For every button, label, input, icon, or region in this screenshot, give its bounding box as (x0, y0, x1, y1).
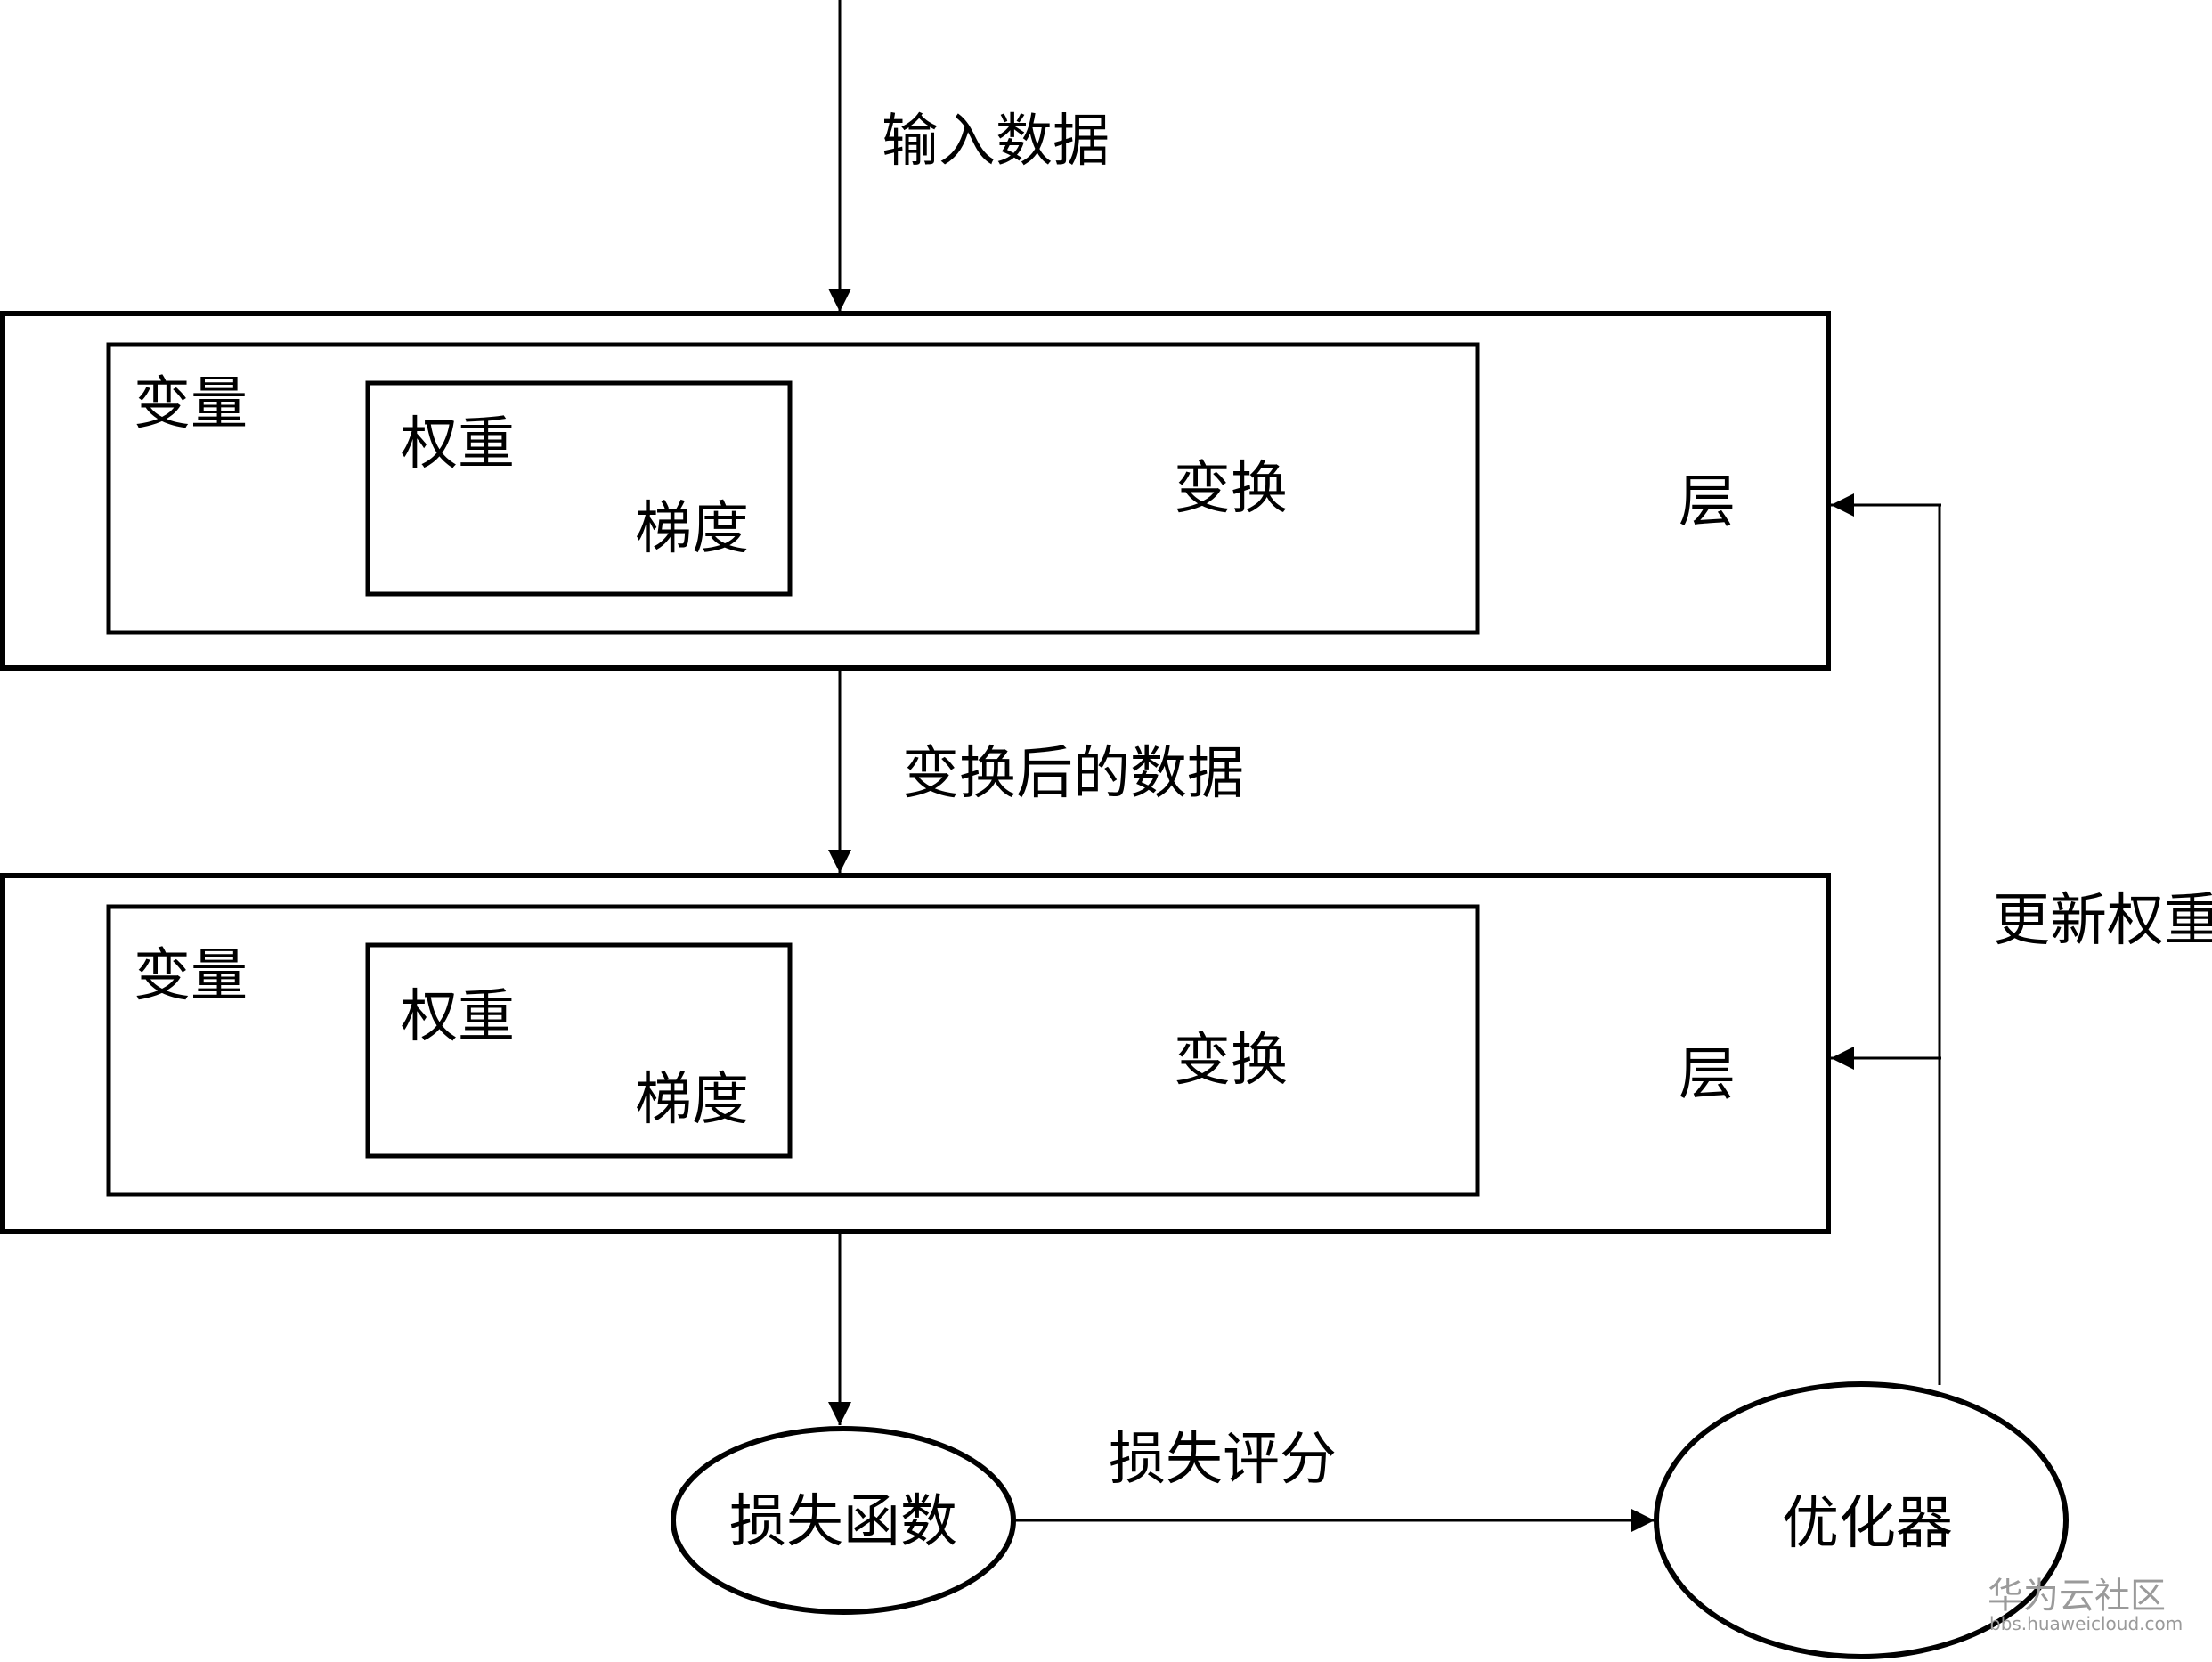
layer-2-box (0, 873, 1831, 1234)
layer-1-transform-label: 变换 (1174, 456, 1288, 522)
layer-2-transform-label: 变换 (1174, 1028, 1288, 1094)
layer-1-weights-label: 权重 (401, 411, 515, 477)
layer-1-layer-label: 层 (1679, 469, 1736, 535)
layer-1-gradient-label: 梯度 (635, 496, 749, 562)
transformed-data-label: 变换后的数据 (902, 741, 1244, 807)
loss-score-label: 损失评分 (1109, 1427, 1337, 1493)
layer-2-weights-box (365, 942, 793, 1159)
input-data-label: 输入数据 (882, 109, 1110, 175)
layer-2-gradient-label: 梯度 (635, 1067, 749, 1133)
layer-1-weights-box (365, 380, 793, 597)
update-weights-label: 更新权重 (1993, 888, 2212, 954)
layer-1-variable-label: 变量 (134, 371, 248, 437)
loss-function-node (671, 1426, 1016, 1615)
layer-2-variable-label: 变量 (134, 943, 248, 1009)
watermark-title: 华为云社区 (1988, 1576, 2166, 1617)
layer-2-variable-box (106, 904, 1480, 1197)
optimizer-node (1654, 1381, 2069, 1659)
layer-2-layer-label: 层 (1679, 1042, 1736, 1108)
optimizer-label: 优化器 (1782, 1491, 1953, 1557)
layer-2-weights-label: 权重 (401, 984, 515, 1050)
layer-1-box (0, 311, 1831, 671)
layer-2: 变量 权重 梯度 变换 层 (0, 873, 1831, 1234)
layer-1: 变量 权重 梯度 变换 层 (0, 311, 1831, 671)
watermark-url: bbs.huaweicloud.com (1989, 1613, 2183, 1634)
loss-function-label: 损失函数 (729, 1489, 957, 1555)
layer-1-variable-box (106, 342, 1480, 635)
